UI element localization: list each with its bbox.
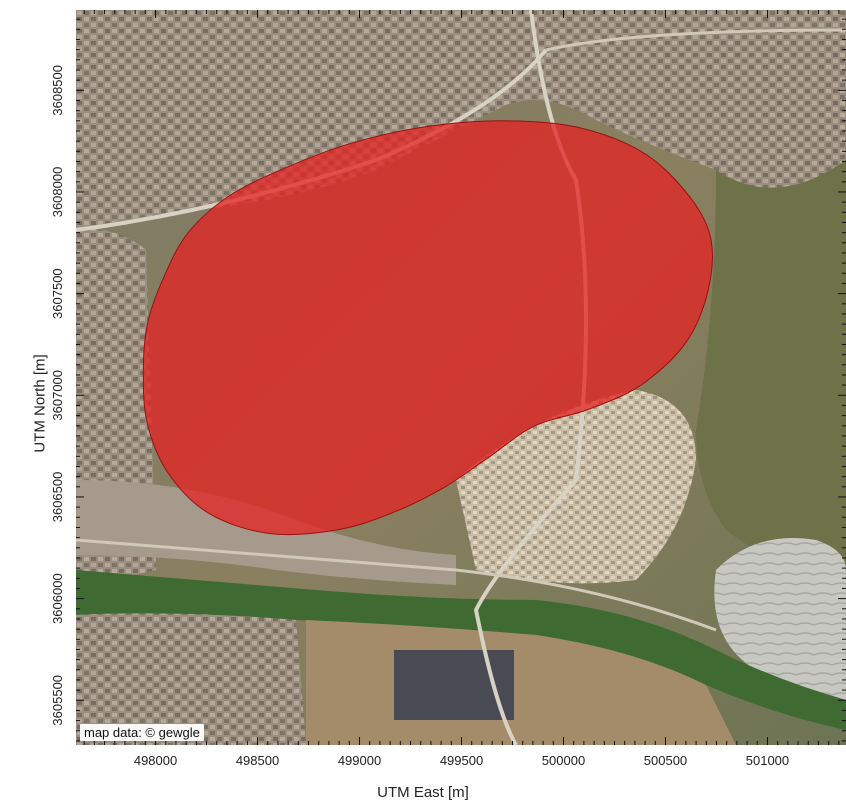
x-tick-label: 498500 <box>236 753 279 768</box>
y-tick-label: 3607500 <box>50 268 65 319</box>
x-tick-label: 500000 <box>542 753 585 768</box>
quarry <box>714 538 846 700</box>
river-vegetation <box>76 570 846 730</box>
y-axis-title: UTM North [m] <box>31 354 49 453</box>
hills-east <box>696 160 846 570</box>
road-northeast <box>545 28 846 52</box>
map-svg <box>76 10 846 745</box>
impact-area-polygon[interactable] <box>142 120 713 536</box>
y-tick-label: 3606500 <box>50 472 65 523</box>
map-attribution: map data: © gewgle <box>80 724 204 741</box>
urban-south <box>76 613 306 745</box>
x-tick-label: 499500 <box>440 753 483 768</box>
road-south <box>76 538 717 632</box>
y-tick-label: 3608500 <box>50 65 65 116</box>
x-tick-label: 500500 <box>644 753 687 768</box>
y-tick-labels: 3605500 3606000 3606500 3607000 3607500 36080… <box>50 65 65 726</box>
map-frame[interactable] <box>76 10 846 745</box>
y-tick-label: 3607000 <box>50 370 65 421</box>
axis-ticks <box>76 10 846 745</box>
x-tick-label: 501000 <box>746 753 789 768</box>
parking-lot <box>394 650 514 720</box>
x-tick-labels: 498000 498500 499000 499500 500000 500500 5010… <box>134 753 789 768</box>
y-tick-label: 3606000 <box>50 573 65 624</box>
x-tick-label: 499000 <box>338 753 381 768</box>
y-tick-label: 3608000 <box>50 167 65 218</box>
x-tick-label: 498000 <box>134 753 177 768</box>
urban-southeast <box>456 390 696 584</box>
x-axis-title: UTM East [m] <box>377 784 469 801</box>
y-tick-label: 3605500 <box>50 675 65 726</box>
